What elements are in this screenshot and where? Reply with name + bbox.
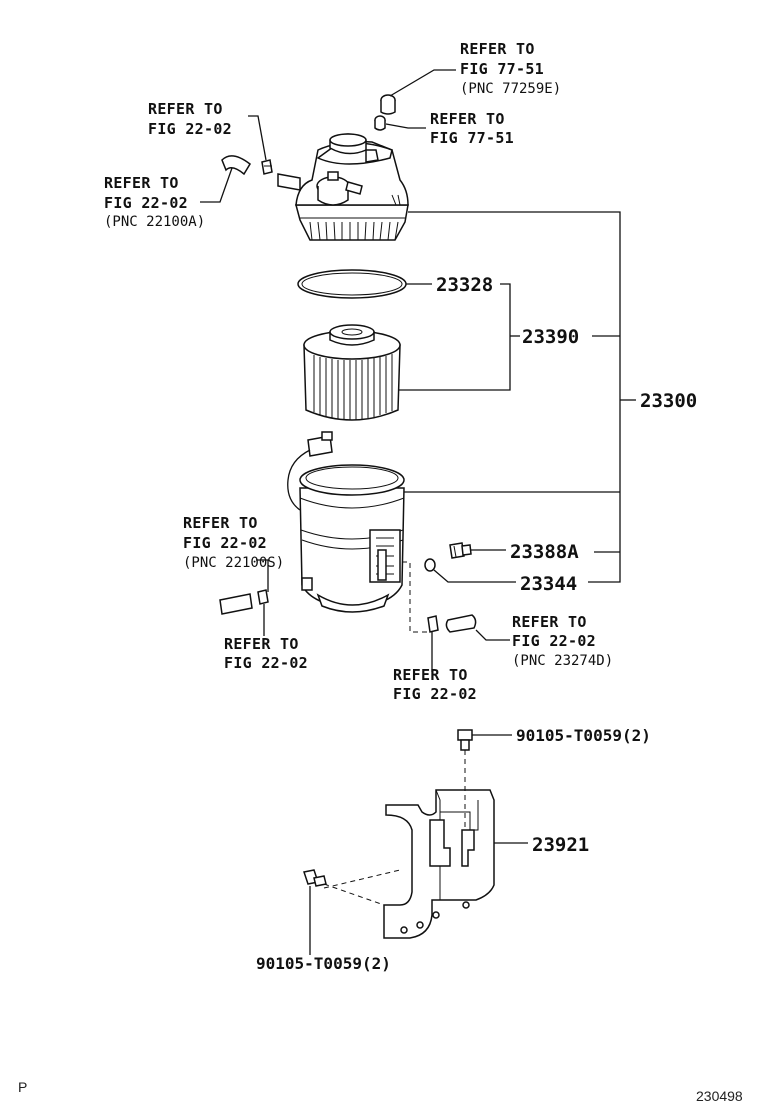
ref-22-02-top-label: REFER TO FIG 22-02 [148, 100, 232, 138]
page-marker: P [18, 1079, 27, 1095]
ref-line: REFER TO [224, 635, 299, 653]
ref-fig: FIG 77-51 [460, 60, 544, 78]
ref-77-51-pnc-label: REFER TO FIG 77-51 (PNC 77259E) [460, 40, 561, 97]
part-number-23344: 23344 [520, 573, 577, 595]
part-number-23300: 23300 [640, 390, 697, 412]
part-number-23388a: 23388A [510, 541, 579, 563]
small-o-ring-part [424, 558, 436, 572]
part-number-23921: 23921 [532, 834, 589, 856]
filter-head-part [277, 133, 409, 241]
bolt-bottom-part [303, 869, 327, 887]
hose-lower-right [427, 614, 477, 633]
part-number-23328: 23328 [436, 274, 493, 296]
ref-pnc: (PNC 22100S) [183, 555, 284, 571]
ref-fig: FIG 77-51 [430, 129, 514, 147]
ref-fig: FIG 22-02 [512, 632, 596, 650]
ref-line: REFER TO [460, 40, 535, 58]
hose-top-left [221, 155, 251, 176]
ref-fig: FIG 22-02 [148, 120, 232, 138]
ref-line: REFER TO [430, 110, 505, 128]
ref-fig: FIG 22-02 [104, 194, 188, 212]
ref-line: REFER TO [512, 613, 587, 631]
bolt-right-part [457, 729, 473, 751]
ref-pnc: (PNC 77259E) [460, 81, 561, 97]
hose-lower-left [219, 589, 269, 615]
bolt-number-right: 90105-T0059(2) [516, 726, 651, 745]
ref-22-02-23274d-label: REFER TO FIG 22-02 (PNC 23274D) [512, 613, 613, 669]
ref-fig: FIG 22-02 [183, 534, 267, 552]
ref-pnc: (PNC 23274D) [512, 653, 613, 669]
ref-line: REFER TO [183, 514, 258, 532]
vent-plug-part [374, 94, 396, 131]
ref-77-51-label: REFER TO FIG 77-51 [430, 110, 514, 147]
ref-fig: FIG 22-02 [393, 685, 477, 703]
filter-bowl-part [299, 464, 405, 613]
figure-code: 230498 [696, 1088, 743, 1104]
ref-22-02-lower-mid-label: REFER TO FIG 22-02 [393, 666, 477, 703]
sensor-connector-part [287, 431, 333, 511]
o-ring-part [297, 269, 407, 299]
hose-clip-top [261, 159, 273, 175]
ref-line: REFER TO [393, 666, 468, 684]
ref-line: REFER TO [104, 174, 179, 192]
ref-22-02-22100a-label: REFER TO FIG 22-02 (PNC 22100A) [104, 174, 205, 230]
water-sensor-part [449, 542, 472, 559]
filter-element-part [303, 324, 401, 421]
ref-22-02-lower-left-label: REFER TO FIG 22-02 [224, 635, 308, 672]
mounting-bracket-part [383, 789, 495, 939]
bolt-number-bottom: 90105-T0059(2) [256, 954, 391, 973]
ref-fig: FIG 22-02 [224, 654, 308, 672]
ref-line: REFER TO [148, 100, 223, 118]
ref-pnc: (PNC 22100A) [104, 214, 205, 230]
leader-lines [200, 69, 636, 955]
part-number-23390: 23390 [522, 326, 579, 348]
ref-22-02-22100s-label: REFER TO FIG 22-02 (PNC 22100S) [183, 514, 284, 571]
